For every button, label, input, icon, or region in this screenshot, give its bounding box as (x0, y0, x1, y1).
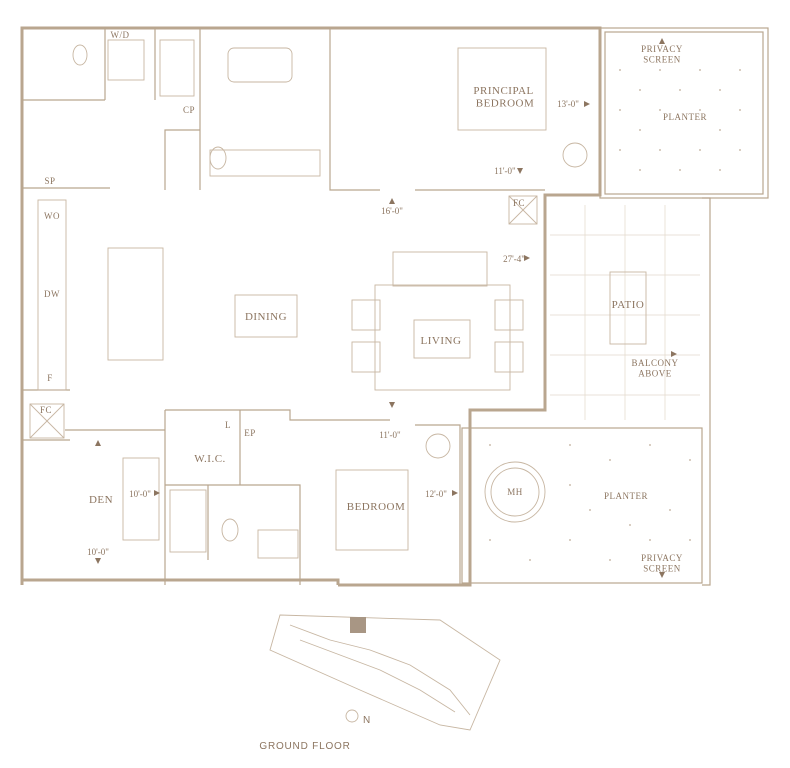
shower-2 (169, 489, 207, 553)
vanity (209, 149, 321, 177)
patio-label: PATIO (612, 299, 645, 311)
den-label: DEN (89, 494, 113, 506)
toilet-powder (72, 44, 88, 66)
toilet-2 (221, 518, 239, 542)
north-arrow-icon (345, 709, 359, 723)
planter-bottom-dots (489, 444, 691, 561)
vanity-2 (257, 529, 299, 559)
planter-top-label: PLANTER (663, 112, 707, 122)
cp-label: CP (183, 105, 195, 115)
armchair-left-1 (351, 299, 381, 331)
living-rug (374, 284, 511, 391)
coffee-table (413, 319, 471, 359)
north-label: N (363, 715, 371, 726)
dining-table (234, 294, 298, 338)
fc-left-label: FC (40, 405, 52, 415)
shower (159, 39, 195, 97)
den-sofa (122, 457, 160, 541)
mh-label: MH (507, 487, 523, 497)
dining-label: DINING (245, 311, 287, 323)
manhole-grate (490, 467, 540, 517)
fixtures (29, 39, 647, 559)
bedroom-chair (425, 433, 451, 459)
fc-box-left (29, 403, 65, 439)
dim-den-depth: 10'-0" (87, 547, 109, 557)
wo-label: WO (44, 211, 60, 221)
planter-bottom-label: PLANTER (604, 491, 648, 501)
principal-bed (457, 47, 547, 131)
washer-dryer (107, 39, 145, 81)
kitchen-island (107, 247, 164, 361)
key-plan (269, 614, 501, 731)
dim-principal-width: 13'-0" (557, 99, 579, 109)
bedroom-bed (335, 469, 409, 551)
dimension-arrows (95, 38, 677, 578)
ep-label: EP (244, 428, 256, 438)
sp-label: SP (44, 176, 55, 186)
armchair-right-2 (494, 341, 524, 373)
dim-living-width: 27'-4" (503, 254, 525, 264)
privacy-screen-top-label-line: SCREEN (643, 54, 681, 64)
exterior-walls (20, 26, 602, 587)
dim-bedroom-depth: 11'-0" (379, 430, 401, 440)
principal-bedroom-line1-2: BEDROOM (476, 98, 535, 110)
dim-bedroom-width: 12'-0" (425, 489, 447, 499)
patio-table (609, 271, 647, 345)
key-plan-building (269, 614, 501, 731)
sofa (392, 251, 488, 287)
dw-label: DW (44, 289, 60, 299)
bedroom-label: BEDROOM (347, 501, 406, 513)
privacy-screen-bottom-label-line: PRIVACY (641, 553, 683, 563)
armchair-left-2 (351, 341, 381, 373)
balcony-above-label-line: ABOVE (638, 368, 672, 378)
dim-principal-depth: 11'-0" (494, 166, 516, 176)
bathtub (227, 47, 293, 83)
privacy-screen-top-label-line: PRIVACY (641, 44, 683, 54)
dim-den-width: 10'-0" (129, 489, 151, 499)
patio-tiles (550, 205, 700, 420)
armchair-right-1 (494, 299, 524, 331)
dim-living-depth: 16'-0" (381, 206, 403, 216)
principal-chair (562, 142, 588, 168)
fc-box-top (508, 195, 538, 225)
principal-bedroom-line1: PRINCIPAL (473, 85, 533, 97)
fc-top-label: FC (513, 198, 525, 208)
privacy-screen-bottom-label-line: SCREEN (643, 563, 681, 573)
ground-floor-label: GROUND FLOOR (259, 741, 350, 752)
terraces (461, 27, 769, 586)
principal-bedroom-label: PRINCIPAL BEDROOM (473, 85, 536, 110)
balcony-above-label-line: BALCONY (631, 358, 678, 368)
l-label: L (225, 420, 231, 430)
wd-label: W/D (111, 30, 130, 40)
key-plan-unit-highlight (350, 617, 366, 633)
manhole-outline (484, 461, 546, 523)
planter-top-dots (619, 69, 741, 171)
living-label: LIVING (421, 335, 462, 347)
toilet-ensuite (209, 146, 227, 170)
kitchen-counter (37, 199, 67, 391)
f-label: F (47, 373, 53, 383)
wic-label: W.I.C. (194, 453, 226, 465)
